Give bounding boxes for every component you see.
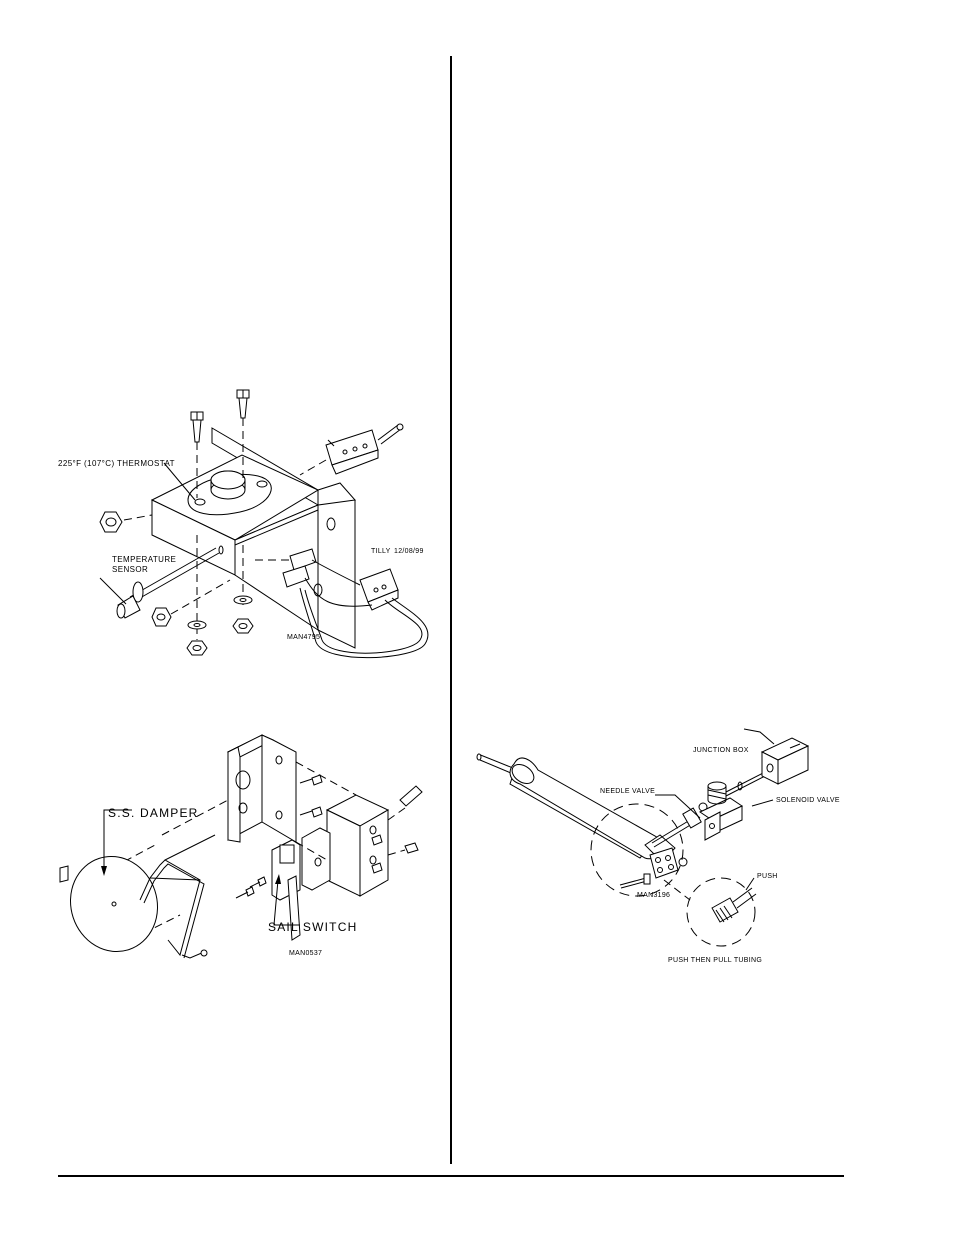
column-divider — [450, 56, 452, 1164]
solenoid-valve-drawing — [476, 728, 810, 947]
sensor-leader — [99, 577, 127, 605]
fig2-drawing-number: MAN0537 — [289, 950, 322, 957]
sail-switch-label: SAIL SWITCH — [268, 920, 357, 934]
thermostat-leader — [163, 462, 196, 501]
sensor-label-line2: SENSOR — [112, 565, 148, 574]
thermostat-drawing — [99, 389, 429, 659]
solenoid-valve-label: SOLENOID VALVE — [776, 797, 840, 804]
damper-label: S.S. DAMPER — [108, 806, 199, 820]
fig3-drawing-number: MAN3196 — [637, 892, 670, 899]
footer-rule — [58, 1175, 844, 1177]
sail-switch-drawing — [59, 734, 423, 959]
thermostat-label: 225°F (107°C) THERMOSTAT — [58, 459, 175, 468]
drawn-by-label: TILLY — [371, 548, 391, 555]
date-label: 12/08/99 — [394, 548, 424, 555]
push-label: PUSH — [757, 873, 778, 880]
needle-valve-label: NEEDLE VALVE — [600, 788, 655, 795]
damper-leader — [103, 809, 132, 870]
sensor-label-line1: TEMPERATURE — [112, 555, 176, 564]
junction-box-label: JUNCTION BOX — [693, 747, 749, 754]
detail-caption: PUSH THEN PULL TUBING — [668, 957, 762, 964]
fig1-drawing-number: MAN4795 — [287, 634, 320, 641]
